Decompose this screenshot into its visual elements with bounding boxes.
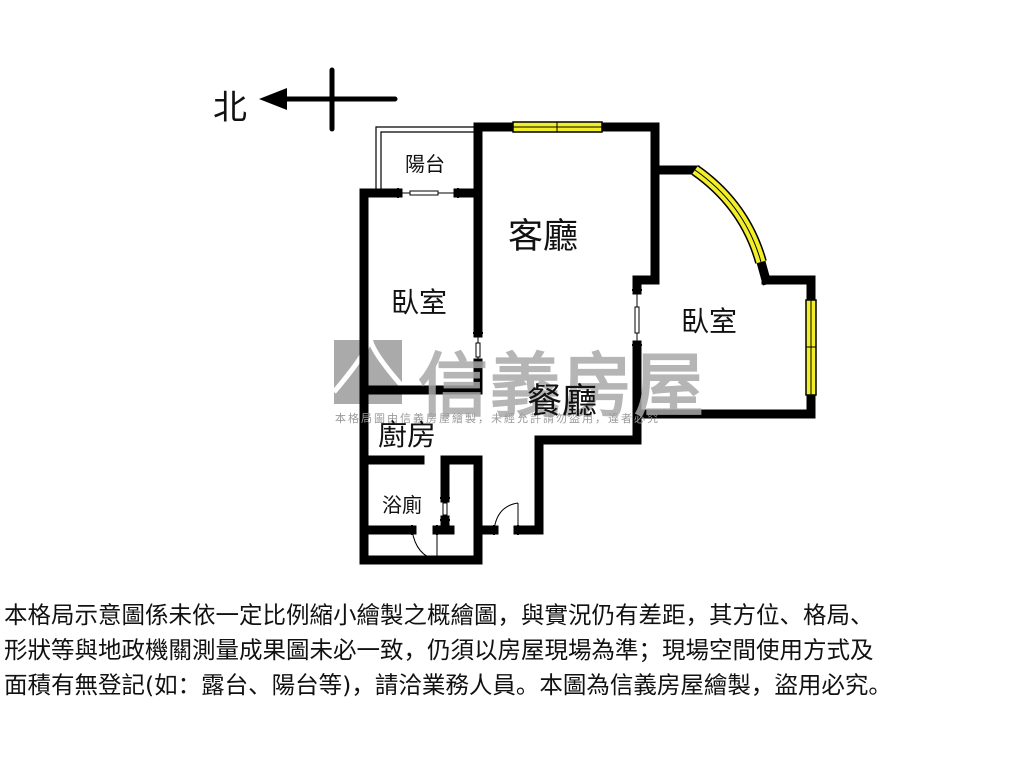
- room-label-dining-room: 餐廳: [527, 382, 598, 422]
- sliding-door-balcony: [397, 188, 459, 198]
- window-top: [512, 121, 603, 133]
- swing-door-entrance: [493, 502, 519, 535]
- window-curved: [691, 165, 767, 264]
- room-label-bedroom-west: 臥室: [391, 286, 448, 319]
- north-label: 北: [213, 88, 247, 128]
- floor-plan: [259, 67, 817, 565]
- window-east: [805, 299, 817, 396]
- sliding-door-west-bedroom: [473, 332, 483, 364]
- room-label-balcony: 陽台: [405, 152, 445, 176]
- walls: [359, 122, 816, 565]
- disclaimer-text: 本格局示意圖係未依一定比例縮小繪製之概繪圖，與實況仍有差距，其方位、格局、 形狀…: [4, 598, 1024, 703]
- swing-door-bathroom: [411, 525, 438, 561]
- room-label-bathroom: 浴廁: [382, 493, 422, 517]
- disclaimer-line-1: 本格局示意圖係未依一定比例縮小繪製之概繪圖，與實況仍有差距，其方位、格局、: [4, 601, 874, 629]
- north-arrow-icon: [259, 67, 398, 132]
- room-label-living-room: 客廳: [508, 217, 579, 257]
- watermark-notice: 本格局圖由信義房屋繪製，未經允許請勿盜用，違者必究: [335, 412, 660, 425]
- sliding-door-east-bedroom: [632, 289, 642, 346]
- disclaimer-line-3: 面積有無登記(如：露台、陽台等)，請洽業務人員。本圖為信義房屋繪製，盜用必究。: [4, 671, 892, 699]
- balcony-railing: [375, 126, 478, 193]
- watermark-brand: 信義房屋: [418, 345, 706, 427]
- disclaimer-line-2: 形狀等與地政機關測量成果圖未必一致，仍須以房屋現場為準；現場空間使用方式及: [4, 636, 874, 664]
- room-label-kitchen: 廚房: [378, 418, 437, 452]
- sliding-door-bathroom: [440, 497, 450, 521]
- room-label-bedroom-east: 臥室: [681, 305, 738, 338]
